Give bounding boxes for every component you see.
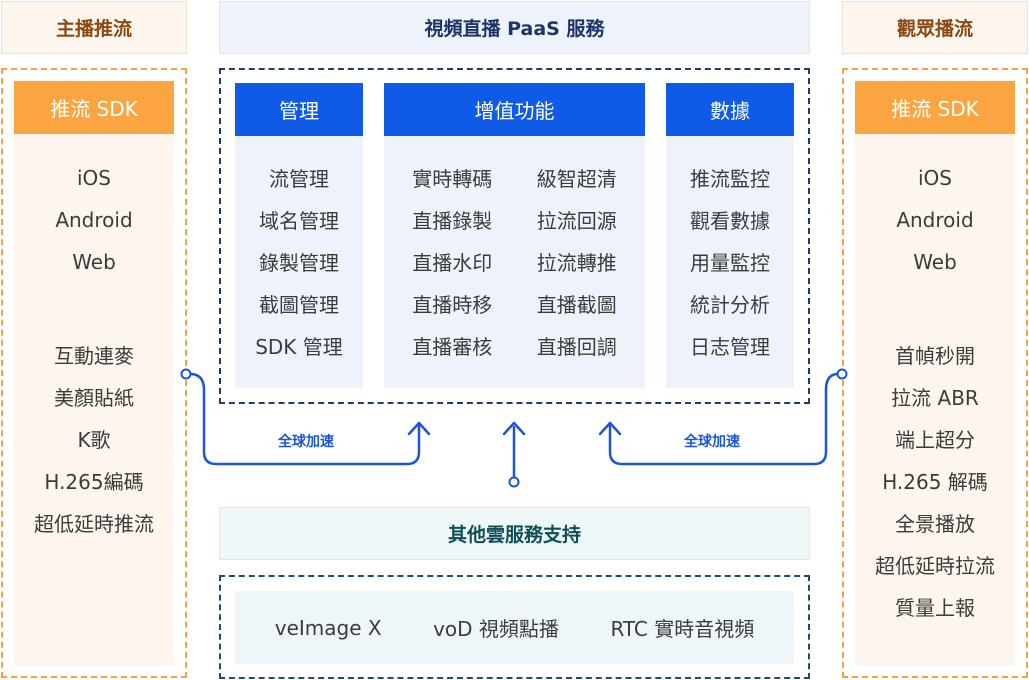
left-feature: 互動連麥: [54, 344, 134, 368]
value-added-item: 實時轉碼: [412, 167, 493, 191]
other-services-container: [219, 575, 810, 679]
value-added-item: 直播回調: [536, 335, 617, 359]
left-feature: H.265編碼: [44, 470, 144, 494]
left-feature: K歌: [77, 428, 111, 452]
management-list: 流管理 域名管理 錄製管理 截圖管理 SDK 管理: [235, 136, 363, 368]
arrow-up-icon: [407, 421, 431, 436]
right-platform: Web: [913, 250, 957, 274]
data-item: 推流監控: [690, 167, 770, 191]
right-feature: 拉流 ABR: [891, 386, 979, 410]
right-list: iOS Android Web 首幀秒開 拉流 ABR 端上超分 H.265 解…: [855, 134, 1015, 629]
management-item: SDK 管理: [255, 335, 343, 359]
management-item: 截圖管理: [259, 293, 339, 317]
other-services-body: veImage X voD 視頻點播 RTC 實時音視頻: [235, 591, 794, 664]
right-panel-title: 觀眾播流: [842, 1, 1028, 54]
data-list: 推流監控 觀看數據 用量監控 統計分析 日志管理: [666, 136, 794, 368]
right-feature: 首幀秒開: [895, 344, 975, 368]
value-added-item: 直播水印: [412, 251, 493, 275]
left-feature: 超低延時推流: [34, 512, 154, 536]
management-item: 流管理: [269, 167, 329, 191]
value-added-grid: 實時轉碼 級智超清 直播錄製 拉流回源 直播水印 拉流轉推 直播時移 直播截圖 …: [384, 136, 645, 368]
arrow-up-icon: [598, 421, 622, 436]
value-added-item: 直播截圖: [536, 293, 617, 317]
left-connector-label: 全球加速: [278, 434, 334, 450]
left-connector-dot: [180, 368, 192, 380]
data-item: 用量監控: [690, 251, 770, 275]
other-service-item: voD 視頻點播: [433, 617, 559, 641]
right-feature: 端上超分: [895, 428, 975, 452]
right-platform: Android: [896, 208, 974, 232]
right-connector-path: [608, 372, 839, 466]
value-added-item: 拉流轉推: [536, 251, 617, 275]
value-added-item: 直播錄製: [412, 209, 493, 233]
management-body: 流管理 域名管理 錄製管理 截圖管理 SDK 管理: [235, 136, 363, 388]
right-feature: 超低延時拉流: [875, 554, 995, 578]
value-added-body: 實時轉碼 級智超清 直播錄製 拉流回源 直播水印 拉流轉推 直播時移 直播截圖 …: [384, 136, 645, 388]
value-added-item: 拉流回源: [536, 209, 617, 233]
other-services-title: 其他雲服務支持: [219, 507, 810, 560]
value-added-header: 增值功能: [384, 83, 645, 136]
paas-services-container: [219, 68, 810, 404]
left-panel-title: 主播推流: [1, 1, 187, 54]
value-added-item: 級智超清: [536, 167, 617, 191]
data-item: 觀看數據: [690, 209, 770, 233]
right-feature: 全景播放: [895, 512, 975, 536]
value-added-item: 直播審核: [412, 335, 493, 359]
left-list: iOS Android Web 互動連麥 美顏貼紙 K歌 H.265編碼 超低延…: [14, 134, 174, 545]
left-sdk-header: 推流 SDK: [14, 81, 174, 134]
left-platform: Android: [55, 208, 133, 232]
arrow-up-icon: [502, 421, 526, 436]
right-sdk-header: 推流 SDK: [855, 81, 1015, 134]
management-item: 域名管理: [259, 209, 339, 233]
right-feature: H.265 解碼: [882, 470, 988, 494]
data-item: 統計分析: [690, 293, 770, 317]
other-service-item: RTC 實時音視頻: [610, 617, 755, 641]
left-panel-body: 推流 SDK iOS Android Web 互動連麥 美顏貼紙 K歌 H.26…: [14, 81, 174, 666]
center-title: 視頻直播 PaaS 服務: [219, 1, 810, 54]
management-item: 錄製管理: [259, 251, 339, 275]
right-feature: 質量上報: [895, 596, 975, 620]
value-added-item: 直播時移: [412, 293, 493, 317]
right-platform: iOS: [918, 166, 952, 190]
left-platform: iOS: [77, 166, 111, 190]
left-platform: Web: [72, 250, 116, 274]
data-item: 日志管理: [690, 335, 770, 359]
left-connector-path: [189, 372, 421, 466]
middle-connector-dot: [508, 476, 520, 488]
data-body: 推流監控 觀看數據 用量監控 統計分析 日志管理: [666, 136, 794, 388]
data-header: 數據: [666, 83, 794, 136]
other-service-item: veImage X: [274, 615, 382, 640]
left-feature: 美顏貼紙: [54, 386, 134, 410]
management-header: 管理: [235, 83, 363, 136]
right-panel-body: 推流 SDK iOS Android Web 首幀秒開 拉流 ABR 端上超分 …: [855, 81, 1015, 666]
right-connector-dot: [836, 368, 848, 380]
right-connector-label: 全球加速: [684, 434, 740, 450]
